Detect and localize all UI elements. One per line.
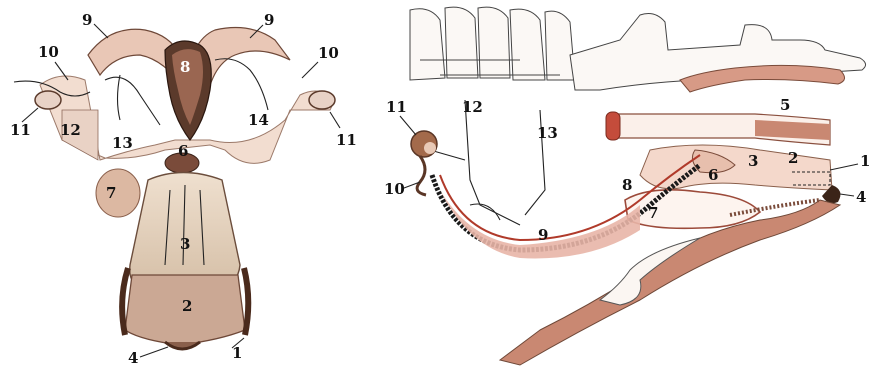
lf-label-13: 13 [112, 134, 133, 152]
rf-label-4: 4 [856, 188, 866, 206]
lf-label-3: 3 [180, 235, 190, 253]
left-dorsal-view: 9 9 10 10 11 11 12 13 14 8 6 7 3 2 1 4 [10, 11, 357, 367]
rf-label-11: 11 [386, 98, 407, 116]
ovary-left [35, 91, 61, 109]
vulva-right-wall [244, 268, 248, 335]
lf-label-14: 14 [248, 111, 269, 129]
rf-label-2: 2 [788, 149, 798, 167]
lf-label-9a: 9 [82, 11, 92, 29]
right-sagittal-view: 11 10 12 13 5 3 2 1 4 6 7 8 9 [384, 7, 870, 365]
lf-leader-11b [330, 112, 340, 128]
rf-label-6: 6 [708, 166, 718, 184]
vessel-right [215, 59, 268, 110]
lf-label-4: 4 [128, 349, 138, 367]
rectum-end [606, 112, 620, 140]
lf-label-12: 12 [60, 121, 81, 139]
ovary-right [309, 91, 335, 109]
lf-label-11b: 11 [336, 131, 357, 149]
rf-label-3: 3 [748, 152, 758, 170]
lf-leader-11a [22, 108, 38, 122]
rf-label-13: 13 [537, 124, 558, 142]
rf-label-10: 10 [384, 180, 405, 198]
lf-label-8: 8 [180, 58, 190, 76]
lf-label-9b: 9 [264, 11, 274, 29]
clitoris [165, 342, 200, 349]
rf-label-5: 5 [780, 96, 790, 114]
lf-label-7: 7 [106, 184, 116, 202]
rf-label-9: 9 [538, 226, 548, 244]
ligament-12-r [465, 100, 520, 225]
lf-leader-9a [94, 24, 108, 38]
oviduct-r [417, 156, 426, 195]
lf-leader-4 [140, 347, 168, 357]
lf-label-6: 6 [178, 142, 188, 160]
lf-label-2: 2 [182, 297, 192, 315]
rf-label-1: 1 [860, 152, 870, 170]
lf-label-10b: 10 [318, 44, 339, 62]
vessel-left [105, 75, 160, 125]
rf-label-8: 8 [622, 176, 632, 194]
rf-leader-1 [830, 164, 858, 170]
bladder [96, 169, 140, 217]
lf-label-11a: 11 [10, 121, 31, 139]
ovary-r-follicle [424, 142, 436, 154]
lf-label-10a: 10 [38, 43, 59, 61]
rf-leader-11 [400, 116, 416, 135]
uterine-wall-pink [440, 190, 640, 258]
vagina-body [640, 145, 832, 190]
rf-label-12: 12 [462, 98, 483, 116]
rf-label-7: 7 [648, 204, 658, 222]
lf-leader-10b [302, 62, 318, 78]
rf-leader-4 [840, 194, 854, 196]
